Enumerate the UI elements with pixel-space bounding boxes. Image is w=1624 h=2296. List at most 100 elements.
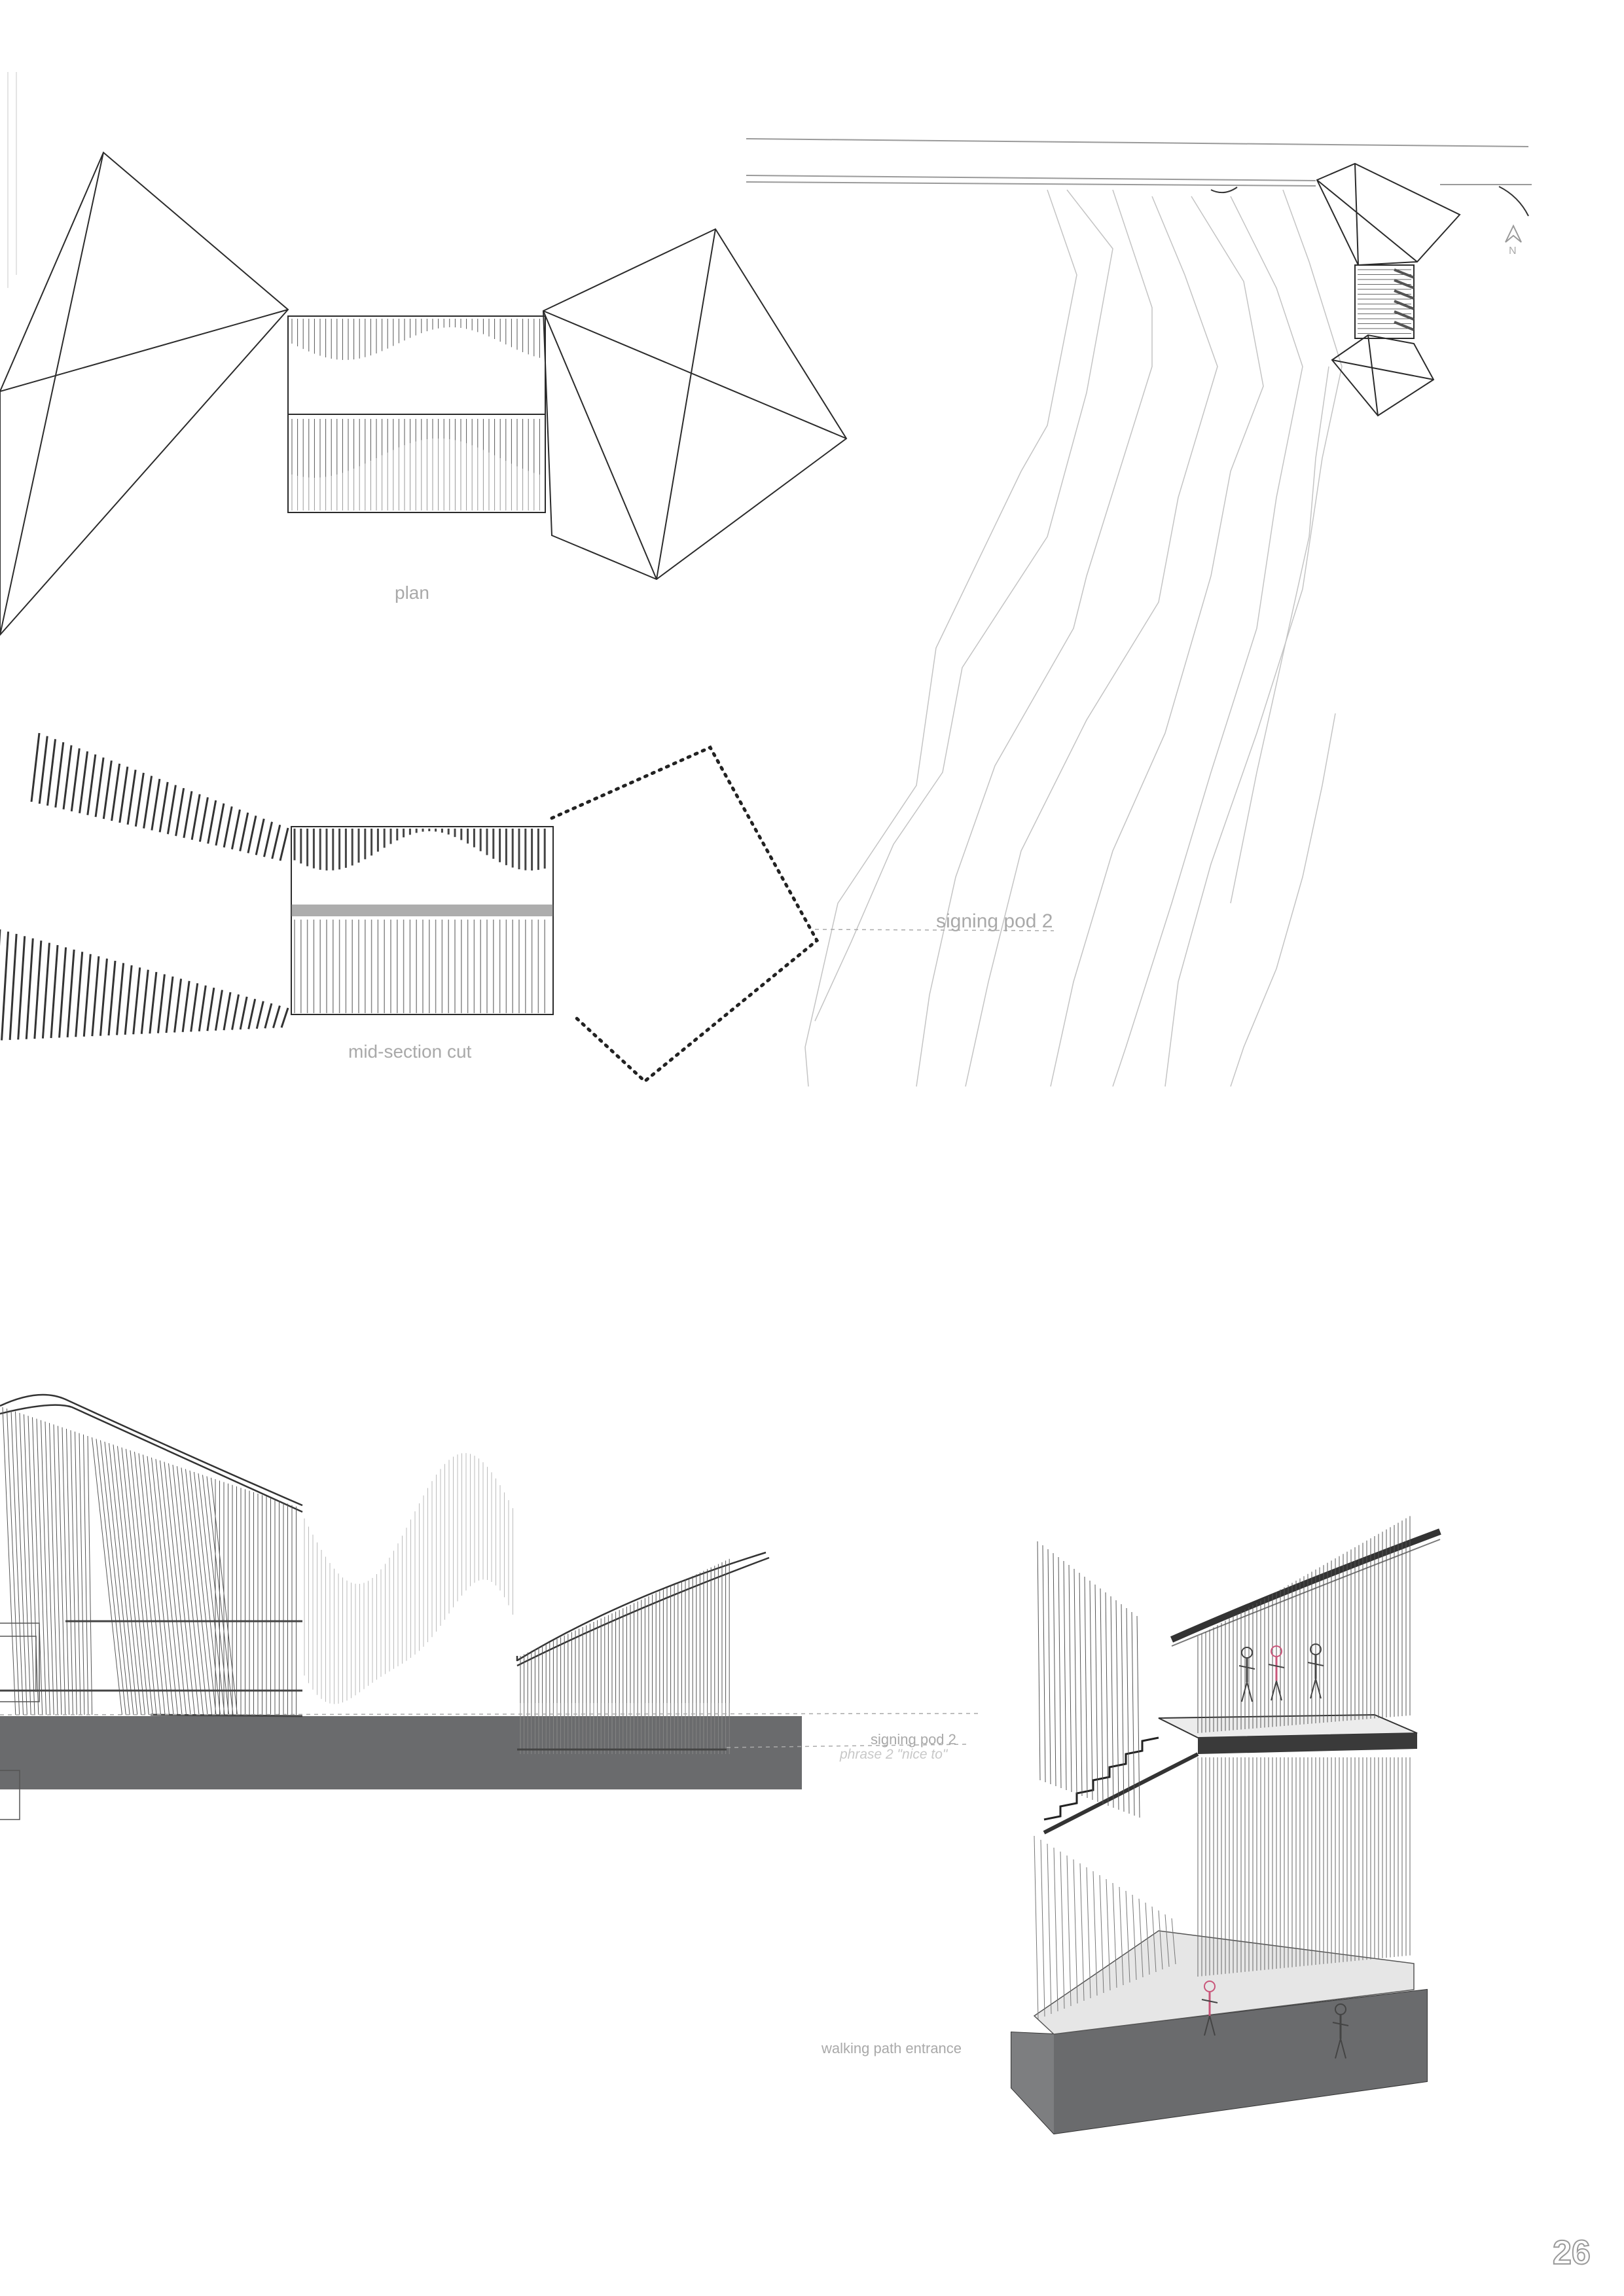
elevation-slat [121, 1447, 149, 1715]
perspective-slat [1112, 1882, 1117, 1988]
perspective-slat [1073, 1859, 1078, 2004]
perspective-slat [1121, 1604, 1125, 1812]
fin-slat [239, 996, 248, 1030]
person-figure [1315, 1678, 1322, 1699]
fin-slat [17, 936, 26, 1040]
fin-slat [272, 1005, 281, 1028]
elevation-slat [45, 1421, 54, 1715]
elevation-slat [151, 1457, 178, 1715]
fin-slat [46, 739, 57, 806]
fin-slat [124, 965, 133, 1035]
elevation-slat [113, 1444, 142, 1715]
person-figure [1246, 1681, 1253, 1702]
fin-slat [247, 815, 257, 853]
elevation-slat [15, 1411, 27, 1715]
perspective-slat [1099, 1874, 1104, 1994]
fin-slat [58, 947, 67, 1038]
fin-slat [223, 992, 232, 1031]
elevation-slat [155, 1459, 183, 1715]
perspective-slat [1151, 1906, 1157, 1973]
fin-slat [99, 958, 108, 1036]
elevation-slat [126, 1448, 153, 1715]
elevation-slat [194, 1471, 221, 1715]
person-figure [1307, 1662, 1324, 1666]
fin-slat [231, 994, 240, 1030]
perspective-slat [1047, 1549, 1051, 1785]
elevation-slat [134, 1452, 161, 1715]
elevation-slat [181, 1467, 208, 1715]
fin-slat [207, 800, 217, 844]
elevation-slat [100, 1440, 130, 1715]
perspective-slat [1092, 1871, 1098, 1996]
perspective-slat [1066, 1855, 1072, 2007]
fin-slat [30, 732, 41, 802]
fin-slat [165, 976, 174, 1033]
perspective-slat [1086, 1867, 1091, 1999]
person-figure [1201, 1999, 1218, 2003]
elevation-slat [164, 1462, 191, 1715]
elevation-slat [130, 1450, 157, 1715]
elevation-slat [138, 1453, 166, 1715]
site-pod-slat [1394, 268, 1415, 279]
elevation-ground-base [0, 1716, 802, 1789]
fin-slat [9, 933, 18, 1040]
perspective-slat [1138, 1898, 1144, 1978]
elevation-slat [117, 1446, 145, 1715]
plan-drawing [0, 72, 848, 636]
site-pod-slat [1394, 279, 1415, 289]
fin-slat [132, 967, 141, 1035]
elevation-slat [19, 1412, 31, 1715]
perspective-slat [1119, 1886, 1124, 1986]
elevation-slat [185, 1469, 212, 1715]
fin-slat [66, 949, 75, 1037]
fin-slat [126, 769, 137, 825]
elevation-slat [49, 1423, 58, 1715]
elevation-slat [147, 1456, 174, 1715]
perspective-slat [1094, 1584, 1098, 1803]
fin-slat [25, 938, 34, 1039]
elevation-slat [189, 1470, 217, 1715]
elevation-slat [198, 1473, 225, 1715]
fin-slat [50, 944, 59, 1039]
perspective-slat [1037, 1541, 1041, 1781]
site-plan [746, 138, 1532, 1087]
perspective-slat [1171, 1918, 1176, 1965]
phrase-label: phrase 2 "nice to" [840, 1747, 948, 1762]
elevation-slat [87, 1435, 93, 1715]
perspective-slat [1084, 1576, 1088, 1799]
fin-slat [263, 821, 273, 857]
fin-slat [158, 781, 169, 833]
fin-slat [82, 954, 92, 1037]
person-figure-head [1204, 1981, 1216, 1992]
fin-slat [198, 797, 209, 842]
fin-slat [223, 806, 233, 848]
elevation-slat [168, 1463, 195, 1715]
perspective-slat [1063, 1560, 1067, 1791]
perspective-slat [1132, 1894, 1137, 1981]
signing-pod-site-label: signing pod 2 [936, 910, 1053, 932]
person-figure-head [1335, 2003, 1346, 2015]
fin-slat [62, 745, 73, 810]
perspective-slat [1089, 1580, 1093, 1801]
plan-label: plan [395, 583, 429, 603]
perspective-slat [1079, 1572, 1083, 1797]
perspective-slat [1053, 1847, 1058, 2012]
elevation-slat [109, 1443, 138, 1715]
elevation-slat [70, 1430, 77, 1715]
elevation-slat [104, 1441, 134, 1715]
person-figure-head [1271, 1645, 1282, 1657]
site-pod-slat [1394, 310, 1415, 321]
fin-slat [151, 778, 161, 831]
fin-slat [94, 757, 105, 817]
person-figure-head [1241, 1647, 1253, 1659]
fin-slat [33, 941, 43, 1039]
fin-slat [79, 751, 89, 814]
fin-slat [190, 794, 201, 840]
fin-slat [247, 998, 257, 1030]
elevation-slat [66, 1428, 73, 1715]
perspective-slat [1131, 1611, 1135, 1816]
fin-slat [134, 772, 145, 827]
fin-slat [140, 969, 149, 1034]
